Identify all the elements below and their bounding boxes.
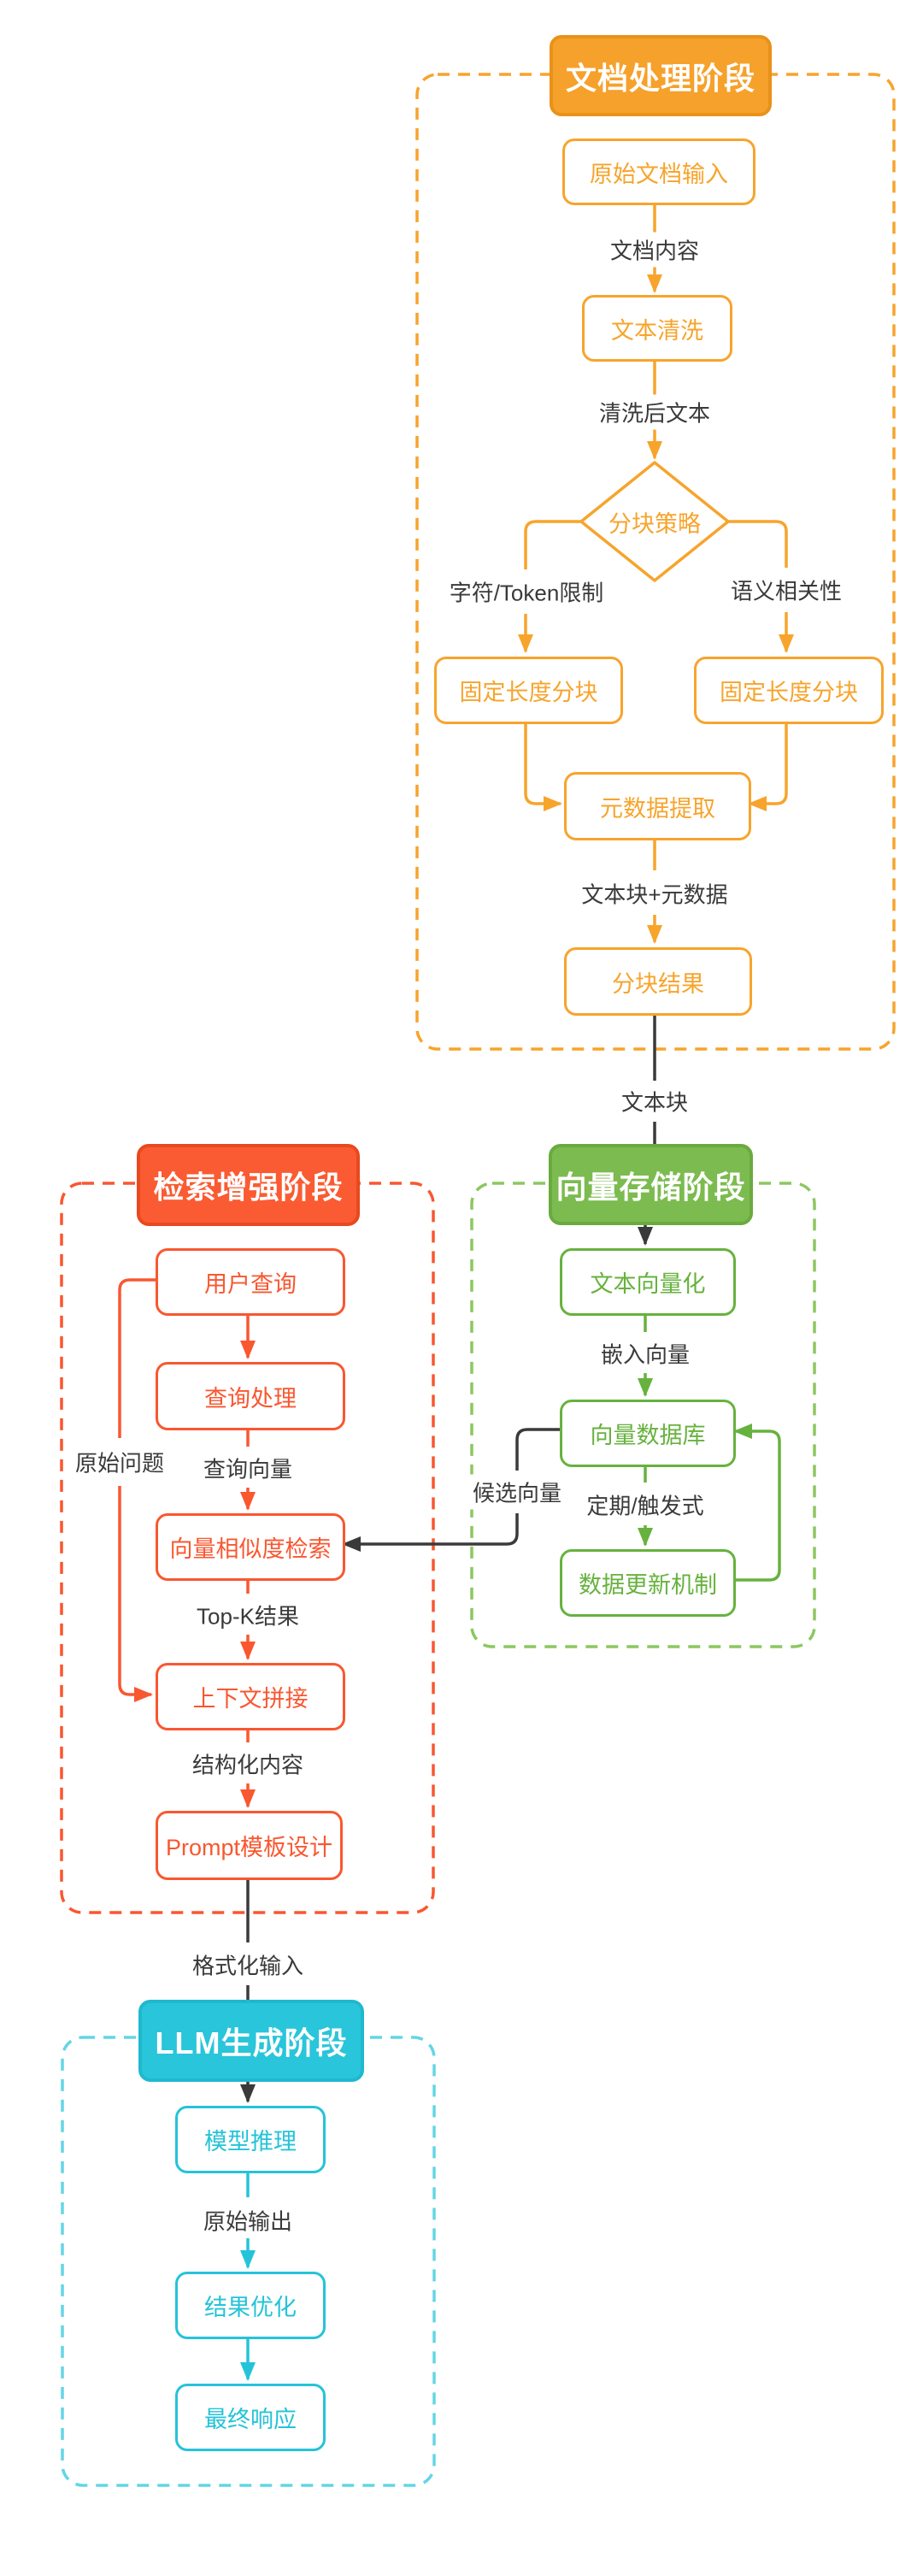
chunk-strategy-diamond-shape [579, 461, 730, 582]
node-vector-similarity-search: 向量相似度检索 [156, 1513, 345, 1581]
node-vector-database: 向量数据库 [560, 1400, 736, 1467]
edge-label-raw-output: 原始输出 [197, 2202, 298, 2238]
connector-diamond-rightbranch [728, 520, 788, 568]
connector-userquery-bypass-upper [118, 1278, 156, 1438]
edge-label-text-chunk: 文本块 [615, 1083, 694, 1119]
vector-stage-header: 向量存储阶段 [549, 1144, 753, 1225]
connector-diamond-leftbranch [524, 520, 581, 569]
connector-bypass-contextconcat [118, 1486, 153, 1702]
node-text-vectorization: 文本向量化 [560, 1248, 736, 1316]
node-fixed-length-chunk-left: 固定长度分块 [434, 657, 623, 724]
connector-dataupdate-vectordb-loop [731, 1424, 781, 1582]
edge-label-periodic-trigger: 定期/触发式 [581, 1487, 709, 1523]
llm-stage-header: LLM生成阶段 [138, 2000, 364, 2082]
node-raw-doc-input: 原始文档输入 [562, 139, 755, 205]
node-fixed-length-chunk-right: 固定长度分块 [694, 657, 884, 724]
node-context-concatenation: 上下文拼接 [156, 1663, 345, 1730]
edge-label-candidate-vectors: 候选向量 [467, 1474, 567, 1510]
connector-chunkleft-metadata [524, 719, 562, 811]
node-final-response: 最终响应 [175, 2384, 326, 2451]
connector-vectordb-candidate [515, 1428, 560, 1471]
edge-label-char-token-limit: 字符/Token限制 [444, 574, 609, 610]
node-user-query: 用户查询 [156, 1248, 345, 1316]
node-query-processing: 查询处理 [156, 1362, 345, 1430]
edge-label-topk-results: Top-K结果 [191, 1597, 304, 1633]
doc-stage-header: 文档处理阶段 [550, 35, 772, 116]
edge-label-doc-content: 文档内容 [604, 232, 705, 268]
edge-label-formatted-input: 格式化输入 [186, 1947, 309, 1983]
connector-chunkright-metadata [748, 719, 788, 811]
node-text-cleaning: 文本清洗 [582, 295, 732, 362]
edge-label-structured-content: 结构化内容 [186, 1746, 309, 1782]
edge-label-embedding-vector: 嵌入向量 [595, 1335, 696, 1371]
node-result-optimization: 结果优化 [175, 2272, 326, 2339]
node-metadata-extraction: 元数据提取 [564, 772, 751, 840]
edge-label-query-vector: 查询向量 [197, 1450, 298, 1486]
node-chunk-strategy: 分块策略 [608, 510, 701, 537]
edge-label-original-question: 原始问题 [69, 1444, 170, 1480]
node-model-inference: 模型推理 [175, 2106, 326, 2173]
node-prompt-template-design: Prompt模板设计 [156, 1811, 343, 1880]
node-data-update-mechanism: 数据更新机制 [560, 1549, 736, 1617]
edge-label-cleaned-text: 清洗后文本 [593, 394, 716, 430]
edge-label-semantic-relevance: 语义相关性 [725, 572, 848, 608]
edge-label-chunk-plus-metadata: 文本块+元数据 [576, 875, 733, 911]
connector-candidate-similaritysearch [342, 1513, 519, 1552]
node-chunk-result: 分块结果 [564, 947, 752, 1016]
retrieval-stage-header: 检索增强阶段 [137, 1144, 360, 1226]
